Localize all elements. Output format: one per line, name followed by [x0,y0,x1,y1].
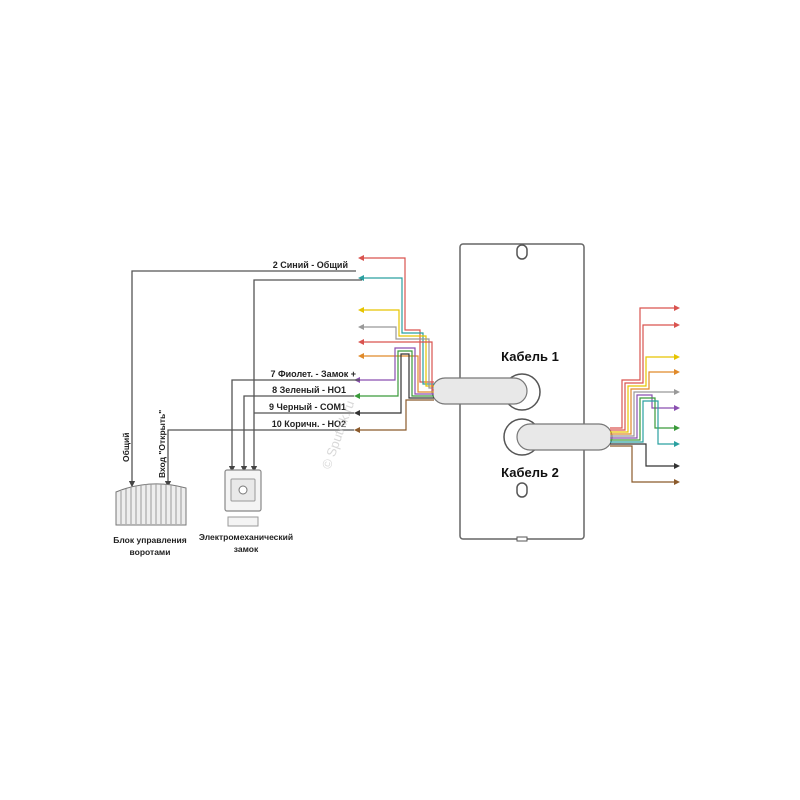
cable2-jacket [516,423,613,451]
panel-tab [516,536,528,542]
cable2-label: Кабель 2 [501,465,559,480]
bottom-mount-hole [516,482,528,498]
gate-caption-line2: воротами [130,547,171,557]
label-green-no1: 8 Зеленый - НО1 [272,385,346,395]
lock-caption-line1: Электромеханический [199,532,293,542]
cable2-wires [610,307,674,483]
cable1-jacket [431,377,528,405]
lock-caption-line2: замок [234,544,259,554]
device-wires [128,270,362,488]
gate-terminal-common: Общий [121,433,131,462]
electromechanical-lock [224,469,262,527]
label-brown-no2: 10 Коричн. - НО2 [272,419,346,429]
label-black-com1: 9 Черный - COM1 [269,402,346,412]
gate-control-unit [115,483,187,526]
label-violet-lock: 7 Фиолет. - Замок + [270,369,356,379]
cable1-label: Кабель 1 [501,349,559,364]
cable1-wires [360,257,434,431]
cable1-arrowheads [354,255,364,433]
gate-terminal-open: Вход "Открыть" [157,410,167,478]
cable2-arrowheads [674,305,680,485]
label-blue-common: 2 Синий - Общий [273,260,348,270]
top-mount-hole [516,244,528,260]
gate-caption-line1: Блок управления [113,535,186,545]
